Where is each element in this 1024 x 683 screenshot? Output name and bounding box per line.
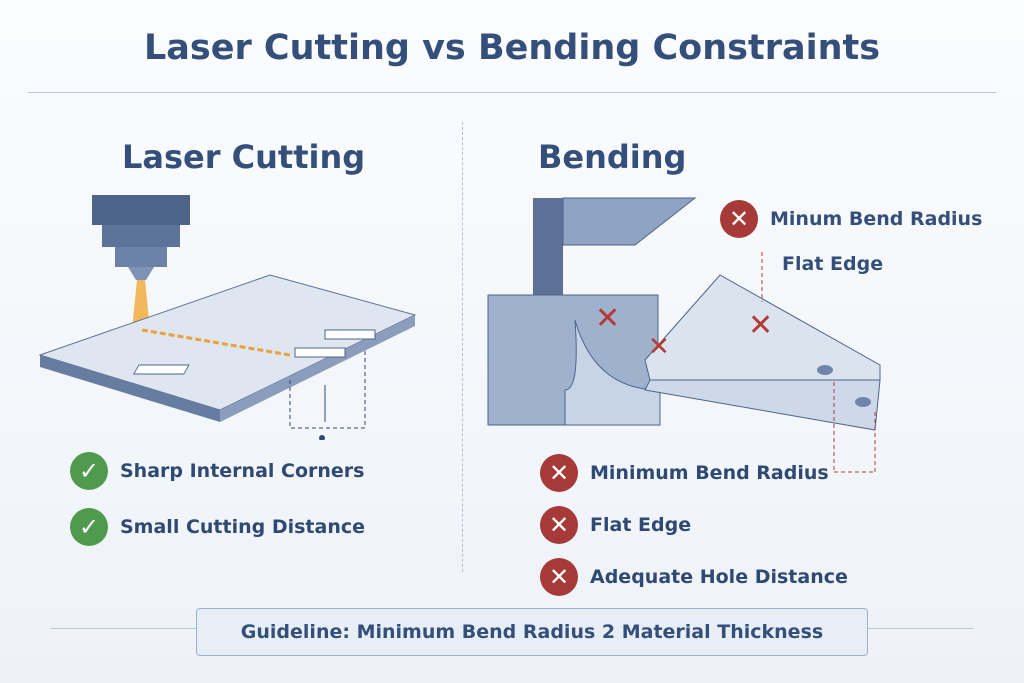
list-item: ✕Adequate Hole Distance [540, 558, 848, 596]
callout-min-bend-radius: ✕ Minum Bend Radius [720, 200, 982, 238]
bending-list: ✕Minimum Bend Radius ✕Flat Edge ✕Adequat… [540, 454, 848, 596]
laser-cutting-illustration [38, 195, 417, 440]
guideline-box: Guideline: Minimum Bend Radius 2 Materia… [196, 608, 868, 656]
list-item: ✕Flat Edge [540, 506, 848, 544]
bent-sheet [644, 274, 881, 381]
svg-text:✕: ✕ [648, 332, 670, 362]
x-icon: ✕ [540, 558, 578, 596]
laser-beam [132, 280, 150, 330]
check-icon: ✓ [70, 508, 108, 546]
laser-head [92, 195, 190, 225]
page-title: Laser Cutting vs Bending Constraints [143, 28, 881, 68]
laser-heading: Laser Cutting [122, 138, 366, 176]
bending-illustration: ✕ ✕ ✕ [487, 197, 881, 473]
x-icon: ✕ [540, 454, 578, 492]
title-divider [28, 92, 996, 93]
section-divider [462, 122, 463, 572]
list-item: ✓Sharp Internal Corners [70, 452, 365, 490]
laser-list: ✓Sharp Internal Corners ✓Small Cutting D… [70, 452, 365, 546]
list-item: ✕Minimum Bend Radius [540, 454, 848, 492]
bending-heading: Bending [538, 138, 687, 176]
list-item: ✓Small Cutting Distance [70, 508, 365, 546]
svg-text:✕: ✕ [748, 308, 773, 343]
check-icon: ✓ [70, 452, 108, 490]
callout-flat-edge: Flat Edge [782, 253, 884, 275]
x-icon: ✕ [720, 200, 758, 238]
svg-text:✕: ✕ [595, 301, 620, 336]
x-icon: ✕ [540, 506, 578, 544]
